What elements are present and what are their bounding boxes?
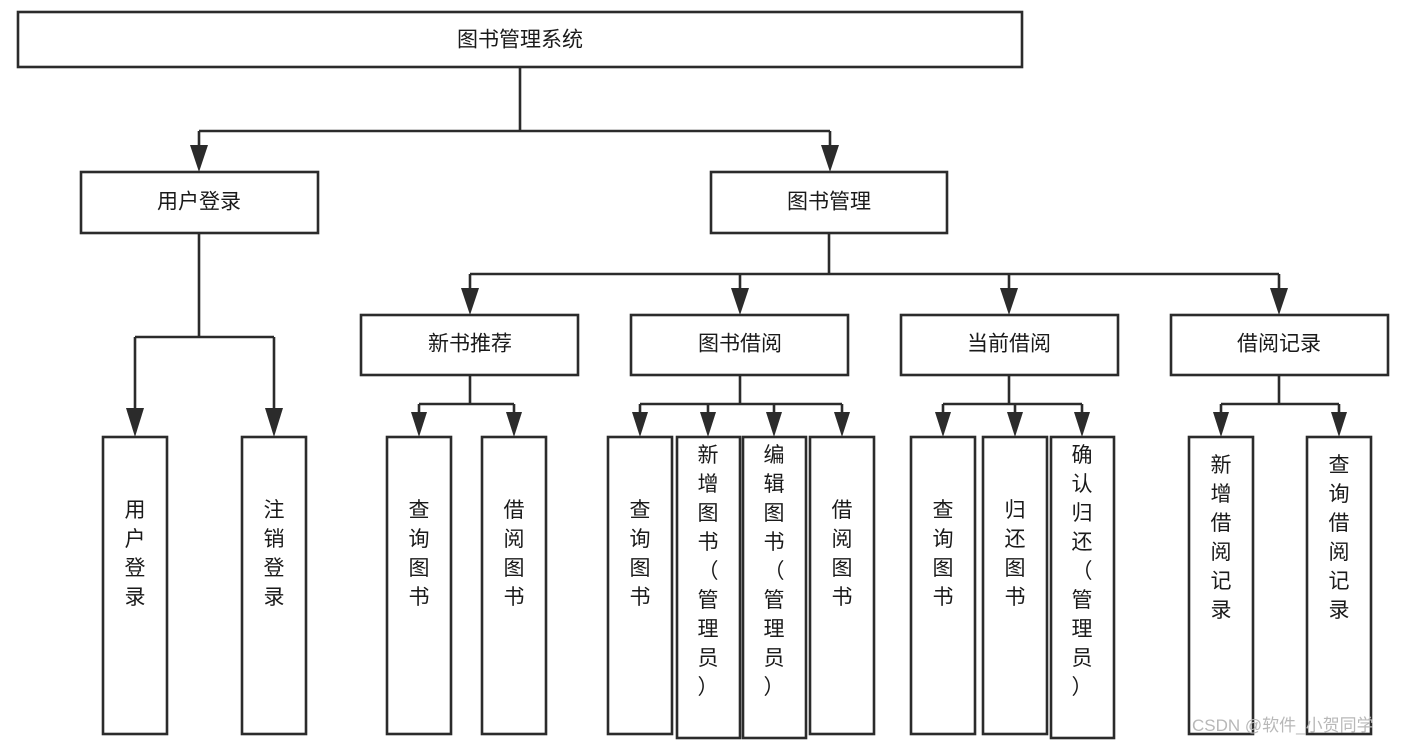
node-leaf-query-book-3-label: 查询图书	[933, 499, 954, 609]
node-borrow-record-box[interactable]	[1169, 313, 1390, 377]
node-root-label: 图书管理系统	[457, 29, 583, 52]
node-root-box[interactable]	[16, 10, 1024, 69]
node-book-borrow-box[interactable]	[629, 313, 850, 377]
node-book-borrow-label: 图书借阅	[698, 333, 782, 356]
node-book-admin-box[interactable]	[709, 170, 949, 235]
arrow-head-leaf-user-login	[126, 408, 144, 437]
node-leaf-add-record-box[interactable]	[1187, 435, 1255, 736]
node-leaf-add-book-label: 新增图书（管理员）	[698, 444, 719, 699]
node-leaf-user-logout-label: 注销登录	[264, 499, 285, 609]
arrow-head-book-admin	[821, 145, 839, 172]
arrow-head-new-book-rec	[461, 288, 479, 315]
node-leaf-user-logout-box[interactable]	[240, 435, 308, 736]
node-leaf-return-book-box[interactable]	[981, 435, 1049, 736]
node-book-admin[interactable]: 图书管理	[709, 170, 949, 235]
node-current-borrow-label: 当前借阅	[967, 333, 1051, 356]
node-leaf-add-book[interactable]: 新增图书（管理员）	[675, 435, 742, 740]
arrow-head-leaf-query-book-2	[632, 412, 648, 437]
node-leaf-query-record[interactable]: 查询借阅记录	[1305, 435, 1373, 736]
node-leaf-confirm-return-label: 确认归还（管理员）	[1072, 444, 1093, 699]
arrow-head-leaf-query-record	[1331, 412, 1347, 437]
node-leaf-user-login-label: 用户登录	[125, 499, 146, 609]
arrow-head-leaf-borrow-book-1	[506, 412, 522, 437]
node-leaf-user-login[interactable]: 用户登录	[101, 435, 169, 736]
arrow-head-user-login	[190, 145, 208, 172]
arrow-head-leaf-add-record	[1213, 412, 1229, 437]
node-leaf-user-logout[interactable]: 注销登录	[240, 435, 308, 736]
node-book-admin-label: 图书管理	[787, 191, 871, 214]
node-root[interactable]: 图书管理系统	[16, 10, 1024, 69]
arrow-head-book-borrow	[731, 288, 749, 315]
node-leaf-query-book-3-box[interactable]	[909, 435, 977, 736]
node-leaf-query-book-2-label: 查询图书	[630, 499, 651, 609]
node-user-login-label: 用户登录	[157, 191, 241, 214]
node-user-login[interactable]: 用户登录	[79, 170, 320, 235]
node-leaf-query-book-1[interactable]: 查询图书	[385, 435, 453, 736]
arrow-head-borrow-record	[1270, 288, 1288, 315]
node-leaf-query-book-1-label: 查询图书	[409, 499, 430, 609]
node-new-book-rec-label: 新书推荐	[428, 333, 512, 356]
node-leaf-edit-book-box[interactable]	[741, 435, 808, 740]
connector-layer	[126, 67, 1347, 437]
node-leaf-add-book-box[interactable]	[675, 435, 742, 740]
node-borrow-record-label: 借阅记录	[1237, 333, 1321, 356]
node-leaf-add-record-label: 新增借阅记录	[1211, 454, 1232, 622]
arrow-head-leaf-query-book-3	[935, 412, 951, 437]
arrow-head-leaf-query-book-1	[411, 412, 427, 437]
node-leaf-borrow-book-1[interactable]: 借阅图书	[480, 435, 548, 736]
node-current-borrow-box[interactable]	[899, 313, 1120, 377]
node-leaf-add-record[interactable]: 新增借阅记录	[1187, 435, 1255, 736]
node-leaf-edit-book-label: 编辑图书（管理员）	[764, 444, 785, 699]
node-leaf-confirm-return-box[interactable]	[1049, 435, 1116, 740]
node-current-borrow[interactable]: 当前借阅	[899, 313, 1120, 377]
node-new-book-rec[interactable]: 新书推荐	[359, 313, 580, 377]
node-leaf-borrow-book-2-box[interactable]	[808, 435, 876, 736]
node-leaf-return-book[interactable]: 归还图书	[981, 435, 1049, 736]
arrow-head-leaf-confirm-return	[1074, 412, 1090, 437]
node-borrow-record[interactable]: 借阅记录	[1169, 313, 1390, 377]
node-user-login-box[interactable]	[79, 170, 320, 235]
node-leaf-query-book-2-box[interactable]	[606, 435, 674, 736]
arrow-head-leaf-edit-book	[766, 412, 782, 437]
node-leaf-borrow-book-2[interactable]: 借阅图书	[808, 435, 876, 736]
node-leaf-query-record-label: 查询借阅记录	[1329, 454, 1350, 622]
node-leaf-query-book-2[interactable]: 查询图书	[606, 435, 674, 736]
node-leaf-borrow-book-1-box[interactable]	[480, 435, 548, 736]
arrow-head-leaf-borrow-book-2	[834, 412, 850, 437]
csdn-watermark: CSDN @软件_小贺同学	[1192, 716, 1374, 735]
node-leaf-borrow-book-2-label: 借阅图书	[832, 499, 853, 609]
node-new-book-rec-box[interactable]	[359, 313, 580, 377]
node-leaf-confirm-return[interactable]: 确认归还（管理员）	[1049, 435, 1116, 740]
node-book-borrow[interactable]: 图书借阅	[629, 313, 850, 377]
node-leaf-query-book-3[interactable]: 查询图书	[909, 435, 977, 736]
arrow-head-current-borrow	[1000, 288, 1018, 315]
node-leaf-borrow-book-1-label: 借阅图书	[504, 499, 525, 609]
node-leaf-query-record-box[interactable]	[1305, 435, 1373, 736]
node-leaf-edit-book[interactable]: 编辑图书（管理员）	[741, 435, 808, 740]
node-leaf-return-book-label: 归还图书	[1005, 499, 1026, 609]
node-layer: 图书管理系统 用户登录 图书管理 新书推荐 图书借阅 当前	[16, 10, 1390, 740]
arrow-head-leaf-return-book	[1007, 412, 1023, 437]
arrow-head-leaf-add-book	[700, 412, 716, 437]
arrow-head-leaf-user-logout	[265, 408, 283, 437]
node-leaf-query-book-1-box[interactable]	[385, 435, 453, 736]
node-leaf-user-login-box[interactable]	[101, 435, 169, 736]
